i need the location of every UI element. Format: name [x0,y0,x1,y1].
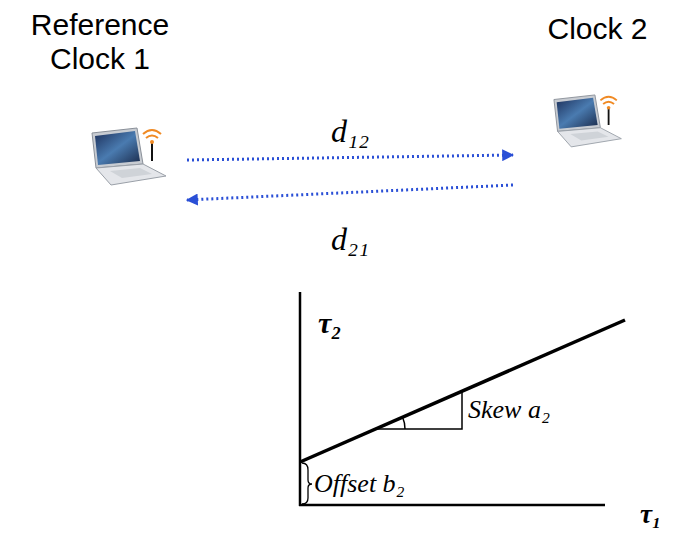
delay-label: d₂₁ [331,222,369,257]
angle-arc [403,417,406,429]
clock-node: Reference Clock 1 [15,8,185,200]
message-arrow [187,185,513,200]
clock-node: Clock 2 [515,12,680,200]
clock-line [300,320,625,462]
laptop-icon [543,90,625,150]
horizontal-axis [299,504,605,507]
message-arrow [187,155,513,160]
skew-triangle [375,392,462,429]
skew-label: Skew a₂ [468,396,550,425]
offset-label: Offset b₂ [314,470,405,499]
laptop-icon [80,123,170,188]
axis-label: τ₁ [640,500,661,530]
clock-label: Clock 2 [515,12,680,46]
vertical-axis [299,292,302,506]
axis-label: τ₂ [318,306,342,339]
clock-label: Reference Clock 1 [15,8,185,76]
offset-brace [302,463,312,504]
delay-label: d₁₂ [331,114,369,149]
